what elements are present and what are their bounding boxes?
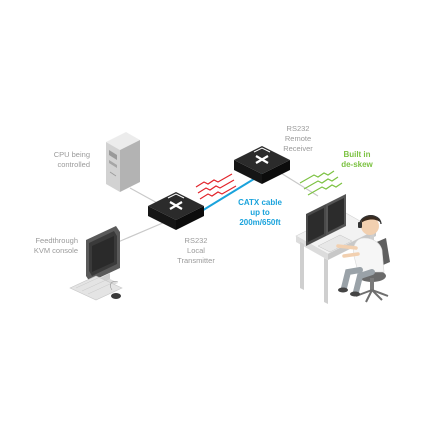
cable-label: CATX cable up to 200m/650ft xyxy=(230,198,290,228)
cable-label-line-1: CATX cable xyxy=(238,198,282,207)
remote-user-workstation-icon xyxy=(295,194,390,304)
cable-label-line-3: 200m/650ft xyxy=(239,218,281,227)
cable-label-line-2: up to xyxy=(250,208,270,217)
transmitter-label: RS232 Local Transmitter xyxy=(166,236,226,266)
catx-cable-line xyxy=(199,173,263,213)
console-label: Feedthrough KVM console xyxy=(12,236,78,256)
receiver-to-workstation-line xyxy=(275,169,319,197)
transmitter-label-line-3: Transmitter xyxy=(177,256,215,265)
cpu-label: CPU being controlled xyxy=(28,150,90,170)
deskew-label-line-1: Built in xyxy=(343,150,371,159)
transmitter-unit-icon xyxy=(148,192,204,230)
rs232-signal-icon xyxy=(195,173,237,200)
console-label-line-1: Feedthrough xyxy=(35,236,78,245)
receiver-label: RS232 Remote Receiver xyxy=(270,124,326,154)
transmitter-label-line-1: RS232 xyxy=(184,236,208,245)
transmitter-label-line-2: Local xyxy=(187,246,205,255)
deskew-signal-icon xyxy=(299,170,343,196)
deskew-label: Built in de-skew xyxy=(330,150,384,170)
cpu-label-line-1: CPU being xyxy=(53,150,90,159)
receiver-label-line-1: RS232 xyxy=(286,124,310,133)
console-to-transmitter-line xyxy=(117,221,166,243)
deskew-label-line-2: de-skew xyxy=(341,160,373,169)
receiver-label-line-2: Remote xyxy=(284,134,312,143)
console-label-line-2: KVM console xyxy=(33,246,78,255)
receiver-unit-icon xyxy=(234,146,290,184)
cpu-label-line-2: controlled xyxy=(57,160,90,169)
cpu-tower-icon xyxy=(106,132,140,192)
kvm-console-icon xyxy=(69,226,123,301)
receiver-label-line-3: Receiver xyxy=(283,144,313,153)
